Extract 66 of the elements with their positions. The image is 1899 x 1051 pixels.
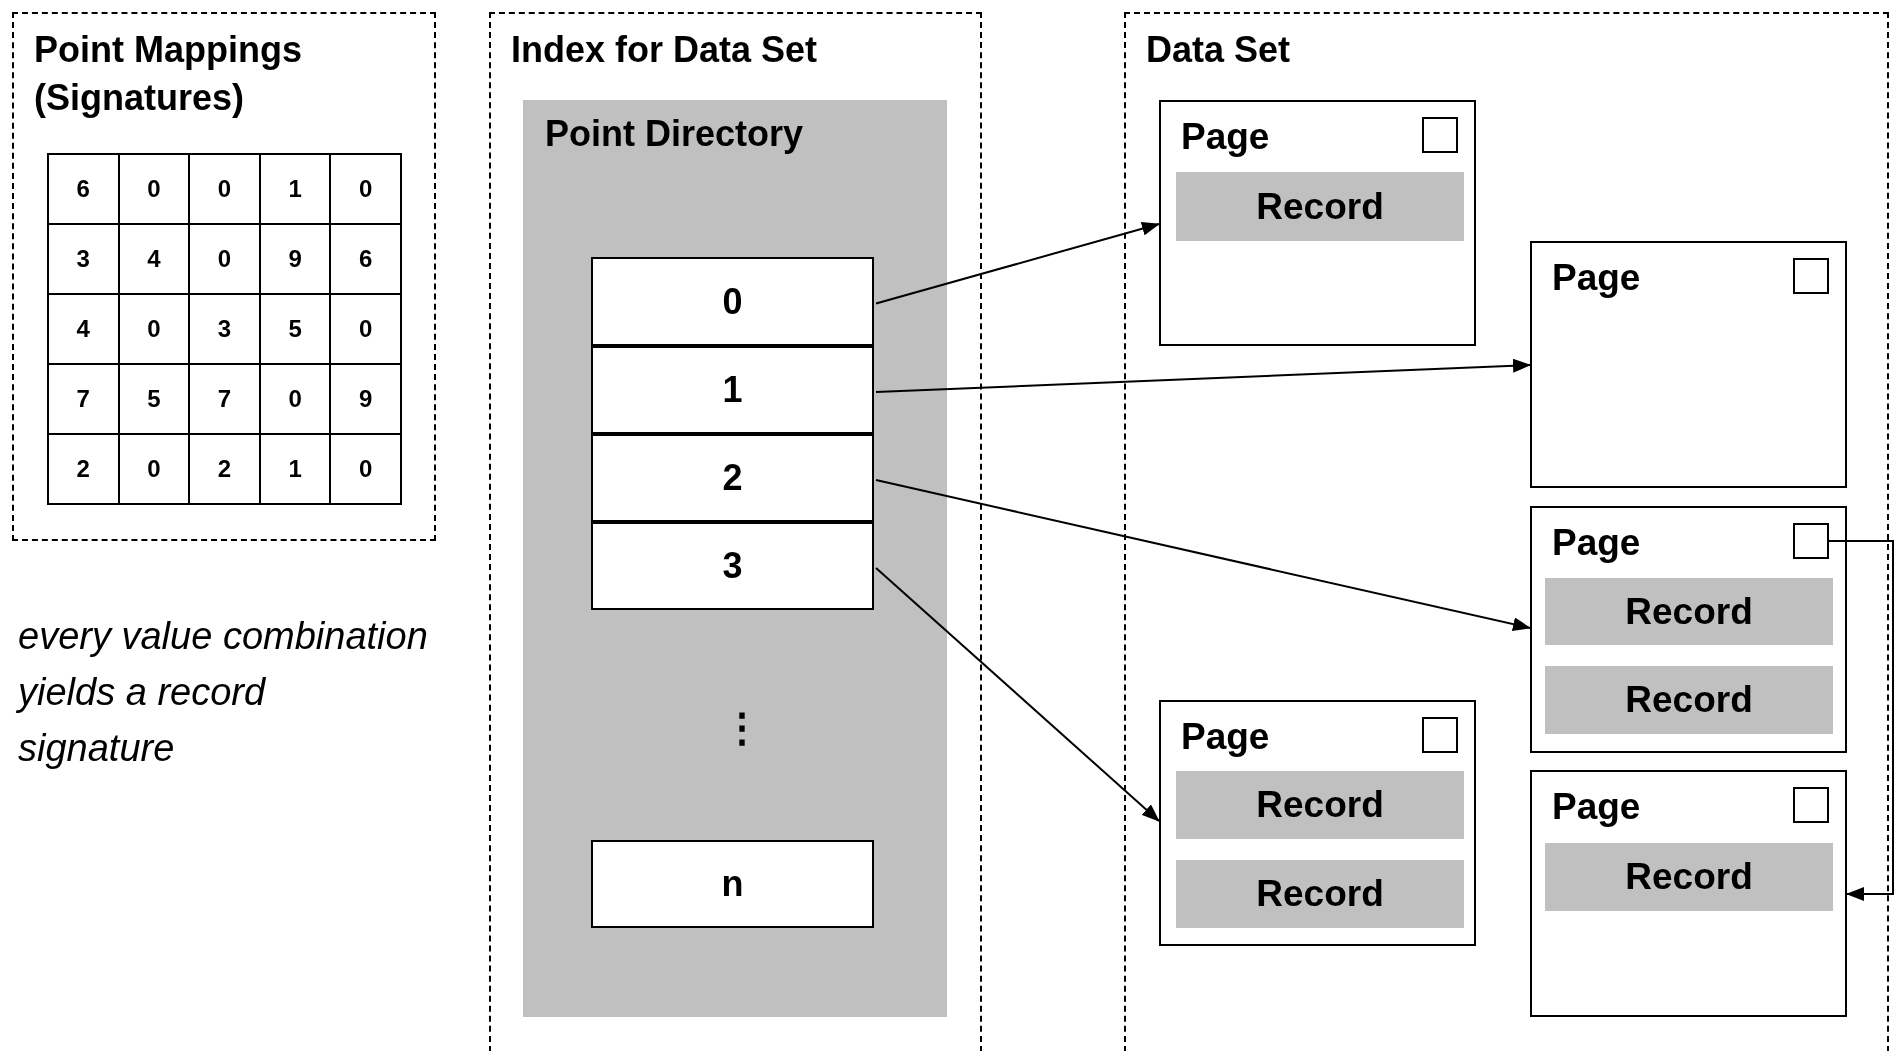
arrow	[875, 221, 1160, 305]
signature-value: 6	[331, 225, 402, 295]
directory-slot: 0	[591, 257, 874, 346]
page-title: Page	[1552, 257, 1641, 298]
record-bar: Record	[1176, 172, 1464, 241]
record-bar: Record	[1545, 666, 1833, 734]
signature-value: 4	[49, 295, 120, 365]
page-title: Page	[1181, 116, 1270, 157]
page-title: Page	[1552, 786, 1641, 827]
signature-value: 5	[260, 295, 332, 365]
dashed-frame	[489, 12, 982, 1051]
arrow	[875, 479, 1531, 632]
page-title: Page	[1552, 522, 1641, 563]
page-box	[1530, 506, 1847, 753]
frame-title: Index for Data Set	[511, 29, 818, 70]
page-box	[1530, 770, 1847, 1017]
signature-value: 0	[190, 225, 261, 295]
small-square	[1793, 523, 1829, 559]
ellipsis-mark: ⋮	[722, 704, 762, 751]
small-square	[1793, 787, 1829, 823]
frame-title: Data Set	[1146, 29, 1291, 70]
directory-slot: n	[591, 840, 874, 928]
arrow	[875, 567, 1160, 822]
directory-panel	[523, 100, 947, 1017]
frame-title: Point Mappings (Signatures)	[34, 29, 302, 118]
signature-value: 2	[190, 435, 261, 505]
signature-value: 0	[260, 365, 332, 435]
signature-value: 0	[331, 155, 402, 225]
signature-value: 1	[260, 155, 332, 225]
record-bar: Record	[1545, 843, 1833, 911]
directory-slot: 1	[591, 346, 874, 434]
signature-value: 0	[331, 435, 402, 505]
small-square	[1422, 717, 1458, 753]
page-box	[1159, 100, 1476, 346]
signature-value: 6	[49, 155, 120, 225]
directory-slot: 2	[591, 434, 874, 522]
dashed-frame	[12, 12, 436, 541]
signature-value: 5	[119, 365, 191, 435]
small-square	[1422, 117, 1458, 153]
small-square	[1793, 258, 1829, 294]
signature-value: 7	[190, 365, 261, 435]
page-box	[1530, 241, 1847, 488]
signature-value: 3	[190, 295, 261, 365]
arrow	[875, 358, 1531, 393]
signature-value: 0	[119, 295, 191, 365]
signature-value: 0	[119, 155, 191, 225]
signature-value: 7	[49, 365, 120, 435]
note-text: every value combination yields a record signature	[18, 615, 428, 769]
panel-title: Point Directory	[545, 113, 804, 154]
signature-value: 0	[190, 155, 261, 225]
signature-value: 4	[119, 225, 191, 295]
signature-value: 2	[49, 435, 120, 505]
record-bar: Record	[1176, 860, 1464, 928]
signature-value: 0	[331, 295, 402, 365]
signature-value: 9	[260, 225, 332, 295]
record-bar: Record	[1545, 578, 1833, 645]
page-title: Page	[1181, 716, 1270, 757]
arrow	[1828, 540, 1894, 901]
page-box	[1159, 700, 1476, 946]
signature-value: 0	[119, 435, 191, 505]
dashed-frame	[1124, 12, 1889, 1051]
signature-value: 1	[260, 435, 332, 505]
signature-value: 3	[49, 225, 120, 295]
record-bar: Record	[1176, 771, 1464, 839]
signature-value: 9	[331, 365, 402, 435]
directory-slot: 3	[591, 522, 874, 610]
